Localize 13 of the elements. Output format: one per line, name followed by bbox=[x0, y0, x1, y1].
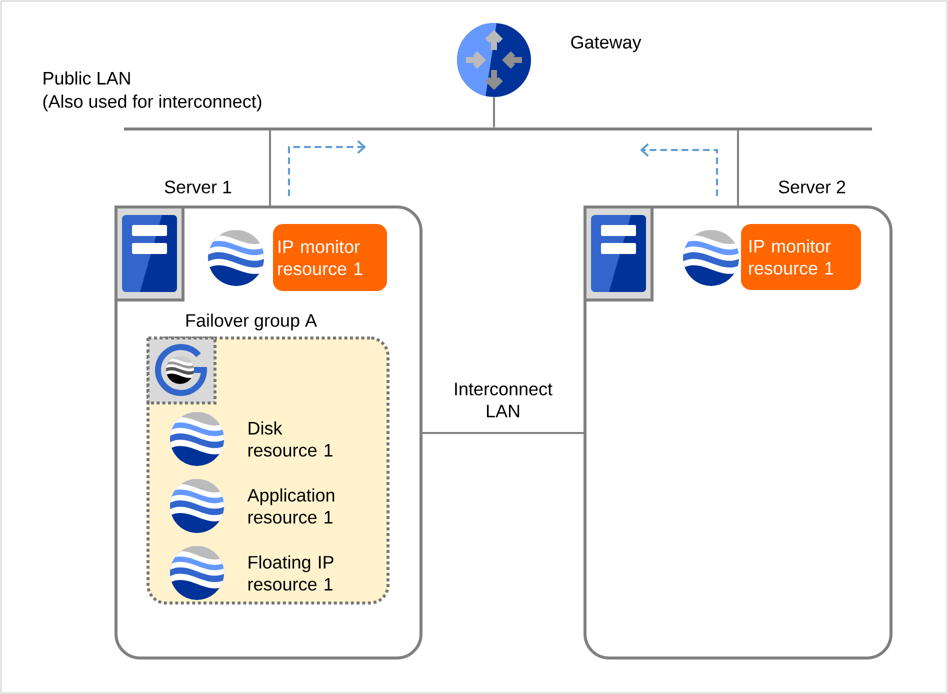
connector-line bbox=[422, 432, 584, 434]
gateway-label: Gateway bbox=[571, 36, 642, 52]
resource-label: Floating IP resource 1 bbox=[248, 555, 334, 591]
monitor-box: IP monitor resource 1 bbox=[741, 224, 862, 290]
connector-line bbox=[737, 129, 739, 206]
lan-label: Public LAN bbox=[44, 71, 130, 85]
edge-label: Interconnect LAN bbox=[446, 381, 560, 419]
connector-line bbox=[493, 97, 495, 128]
connector-line bbox=[269, 129, 271, 206]
monitor-box: IP monitor resource 1 bbox=[273, 224, 387, 291]
lan-label: (Also used for interconnect) bbox=[43, 94, 262, 112]
resource-label: Disk resource 1 bbox=[248, 421, 332, 457]
resource-label: Application resource 1 bbox=[247, 488, 334, 524]
